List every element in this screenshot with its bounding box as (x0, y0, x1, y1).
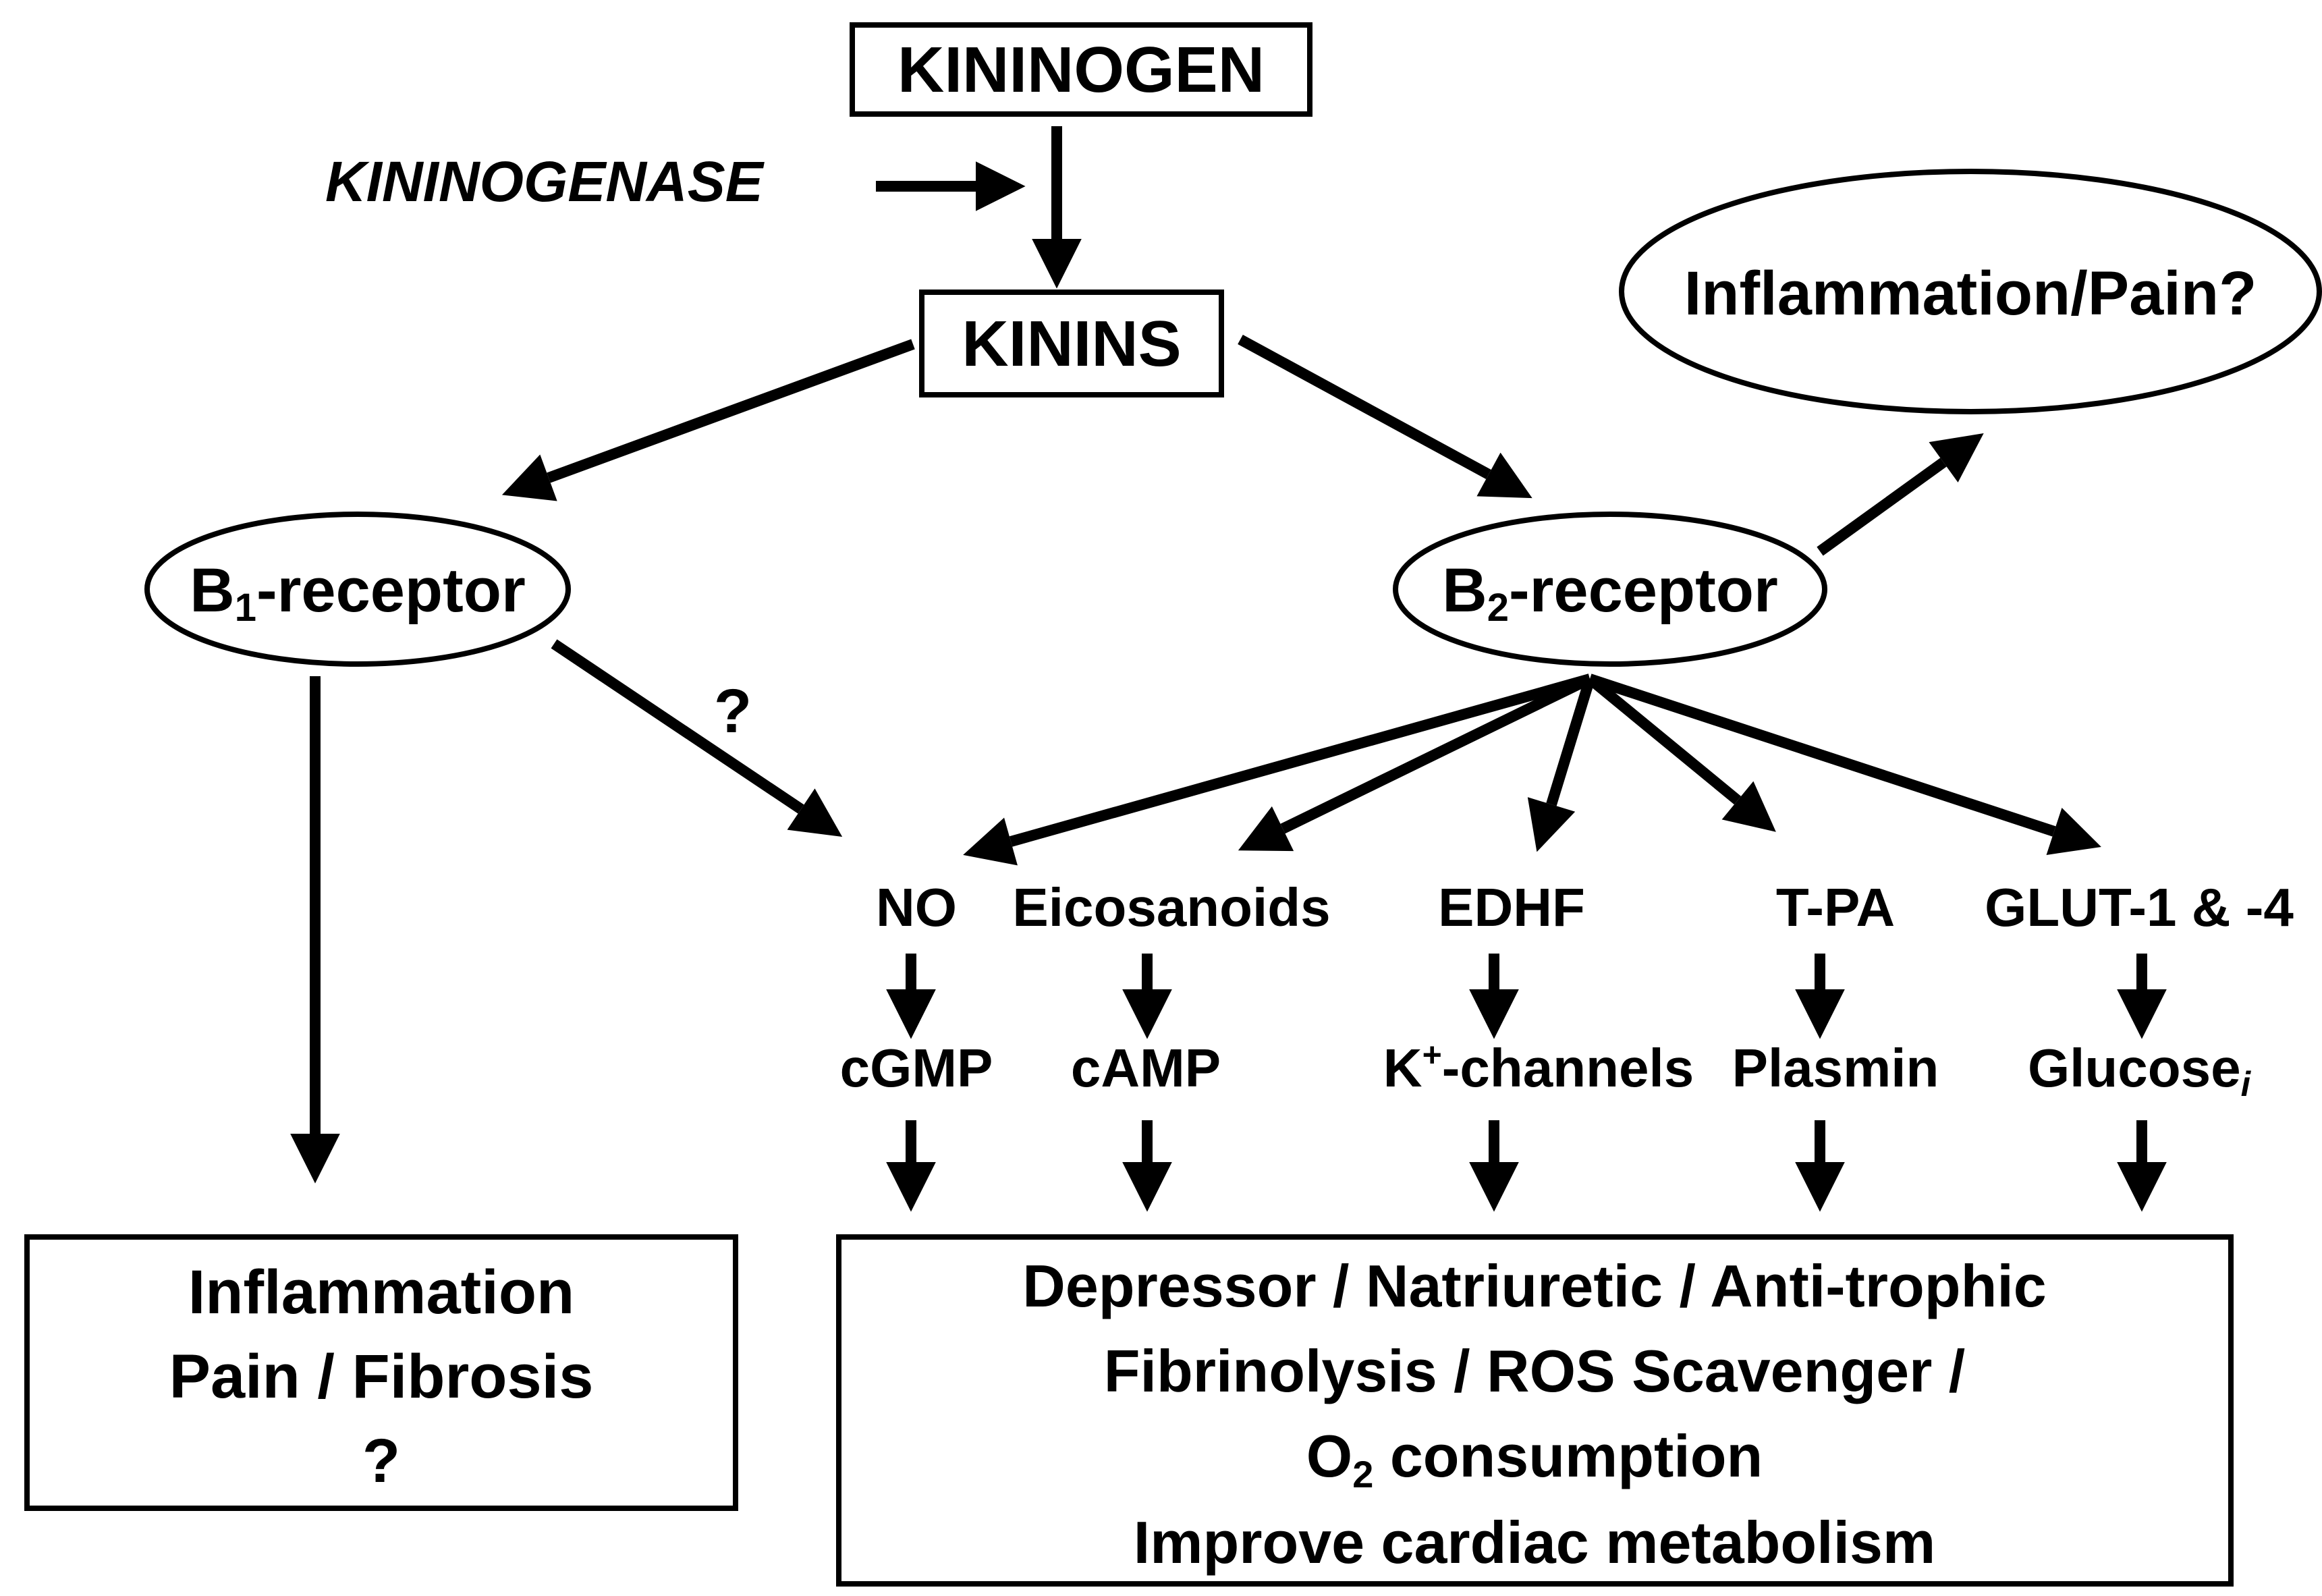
inflammation-pain-oval (1619, 169, 2322, 414)
mediator-edhf: EDHF (1438, 877, 1585, 937)
kininogen-label: KININOGEN (897, 34, 1265, 106)
mediator-no: NO (876, 877, 957, 937)
b2-receptor-label: B2-receptor (1442, 556, 1778, 630)
inflammation-pain-label: Inflammation/Pain? (1684, 259, 2257, 328)
right-outcome-line4: Improve cardiac metabolism (1134, 1509, 1935, 1576)
mediator-tpa: T-PA (1776, 877, 1895, 937)
messenger-plasmin: Plasmin (1732, 1038, 1939, 1098)
b1-no-question-mark: ? (714, 677, 752, 746)
right-outcome-box (836, 1234, 2234, 1587)
arrow-kinins-to-b2 (1238, 334, 1532, 499)
right-outcome-line1: Depressor / Natriuretic / Anti-trophic (1022, 1253, 2046, 1319)
b1-receptor-label: B1-receptor (190, 556, 526, 630)
left-outcome-line1: Inflammation (188, 1258, 574, 1327)
arrow-b2-to-inflammation (1817, 433, 1984, 556)
messenger-cgmp: cGMP (840, 1038, 993, 1098)
kininogen-box (850, 22, 1312, 117)
arrow-b2-to-tpa (1586, 674, 1776, 832)
b2-receptor-oval (1393, 512, 1827, 667)
b1-receptor-oval (144, 512, 571, 667)
arrow-b2-to-edhf (1527, 677, 1595, 852)
mediator-glut: GLUT-1 & -4 (1985, 877, 2294, 937)
arrow-b2-to-no (963, 673, 1592, 866)
mediator-eicosanoids: Eicosanoids (1012, 877, 1330, 937)
kinins-label: KININS (962, 308, 1181, 380)
arrow-b2-to-eicosanoids (1238, 673, 1593, 852)
arrow-b2-to-glut (1588, 673, 2101, 855)
kininogenase-label: KININOGENASE (325, 150, 765, 213)
messenger-camp: cAMP (1071, 1038, 1221, 1098)
kinins-box (919, 290, 1224, 397)
left-outcome-box (24, 1234, 738, 1511)
arrow-kinins-to-b1 (501, 339, 915, 501)
right-outcome-line2: Fibrinolysis / ROS Scavenger / (1104, 1338, 1965, 1404)
arrow-b1-to-no (551, 639, 843, 837)
right-outcome-line3: O2 consumption (1306, 1423, 1763, 1495)
messenger-k-channels: K+-channels (1383, 1036, 1694, 1098)
left-outcome-line3: ? (362, 1427, 400, 1495)
left-outcome-line2: Pain / Fibrosis (169, 1342, 594, 1411)
messenger-glucose: Glucosei (2028, 1038, 2252, 1104)
